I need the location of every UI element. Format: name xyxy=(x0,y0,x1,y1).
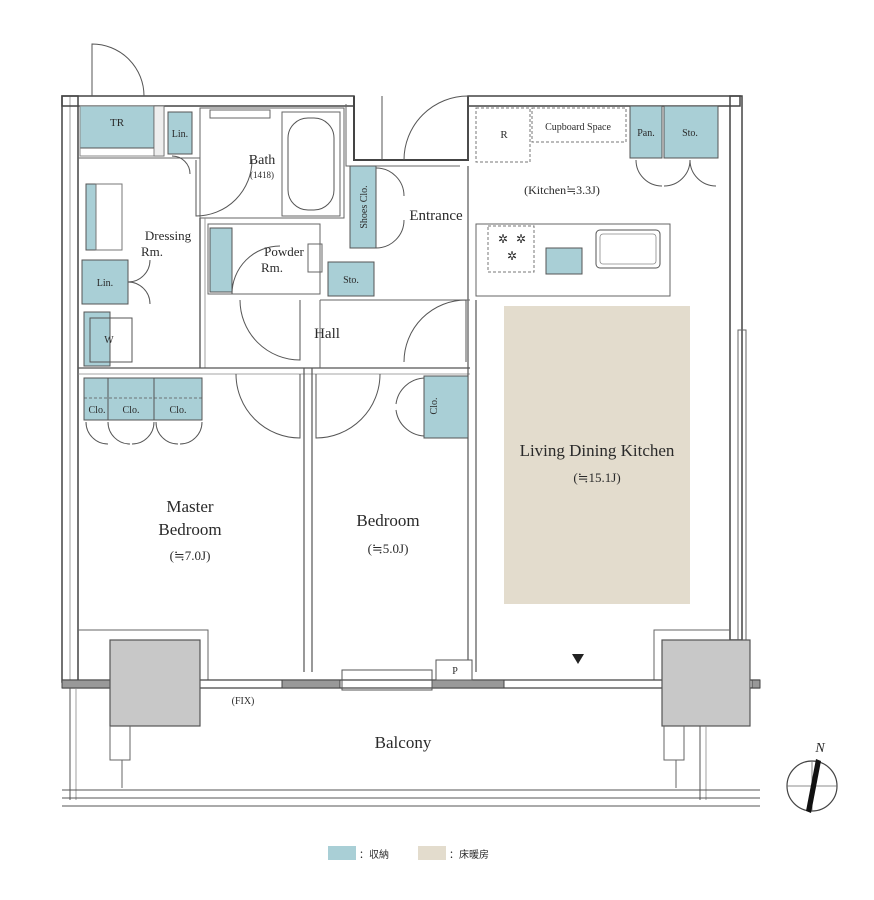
label-pan: Pan. xyxy=(637,128,655,139)
label-ldk-size: (≒15.1J) xyxy=(573,470,620,485)
legend-storage-swatch xyxy=(328,846,356,860)
label-entrance: Entrance xyxy=(409,208,463,224)
kitchen-fixtures: ✲ ✲ ✲ xyxy=(475,107,671,297)
legend-floor-heating-label: ：床暖房 xyxy=(449,848,489,861)
interior-walls xyxy=(78,107,730,680)
label-dressing-rm: Rm. xyxy=(141,244,163,259)
legend-floor-heating-swatch xyxy=(418,846,446,860)
legend-storage-label: ：収納 xyxy=(359,848,389,861)
svg-text:✲: ✲ xyxy=(507,249,517,263)
label-clo-2: Clo. xyxy=(123,405,140,416)
label-dressing: Dressing xyxy=(145,228,192,243)
legend: ：収納 ：床暖房 xyxy=(328,846,489,861)
balcony-structure xyxy=(61,639,761,807)
label-powder: Powder xyxy=(264,244,304,259)
label-bath: Bath xyxy=(249,153,275,168)
label-p: P xyxy=(452,666,458,677)
label-w: W xyxy=(104,335,114,346)
label-kitchen-size: (Kitchen≒3.3J) xyxy=(524,183,600,197)
svg-text:✲: ✲ xyxy=(498,232,508,246)
floor-heating-area xyxy=(504,306,690,604)
label-ldk: Living Dining Kitchen xyxy=(520,441,675,460)
svg-text:✲: ✲ xyxy=(516,232,526,246)
compass-north: N xyxy=(814,741,825,756)
label-master-size: (≒7.0J) xyxy=(170,548,211,563)
compass-needle-icon xyxy=(806,759,821,813)
label-master-2: Bedroom xyxy=(158,520,221,539)
storage-areas xyxy=(79,105,719,439)
label-powder-rm: Rm. xyxy=(261,260,283,275)
label-r: R xyxy=(500,129,508,141)
label-master-1: Master xyxy=(166,497,214,516)
label-balcony: Balcony xyxy=(375,733,432,752)
label-bedroom: Bedroom xyxy=(356,511,419,530)
label-cupboard: Cupboard Space xyxy=(545,122,611,133)
label-bedroom-size: (≒5.0J) xyxy=(368,541,409,556)
label-tr: TR xyxy=(110,117,125,129)
room-labels: TR Lin. Bath (1418) Dressing Rm. Powder … xyxy=(89,117,698,752)
label-clo-bed: Clo. xyxy=(429,398,440,415)
label-clo-1: Clo. xyxy=(89,405,106,416)
entry-marker-icon xyxy=(572,654,584,664)
label-sto-hall: Sto. xyxy=(343,275,359,286)
label-hall: Hall xyxy=(314,326,340,342)
doors xyxy=(85,43,717,445)
label-sto-kitchen: Sto. xyxy=(682,128,698,139)
label-shoes-clo: Shoes Clo. xyxy=(359,185,370,228)
label-bath-size: (1418) xyxy=(250,170,274,180)
label-clo-3: Clo. xyxy=(170,405,187,416)
compass: N xyxy=(786,741,838,813)
label-lin-mid: Lin. xyxy=(97,278,113,289)
label-fix: (FIX) xyxy=(232,696,255,707)
label-lin-top: Lin. xyxy=(172,129,188,140)
